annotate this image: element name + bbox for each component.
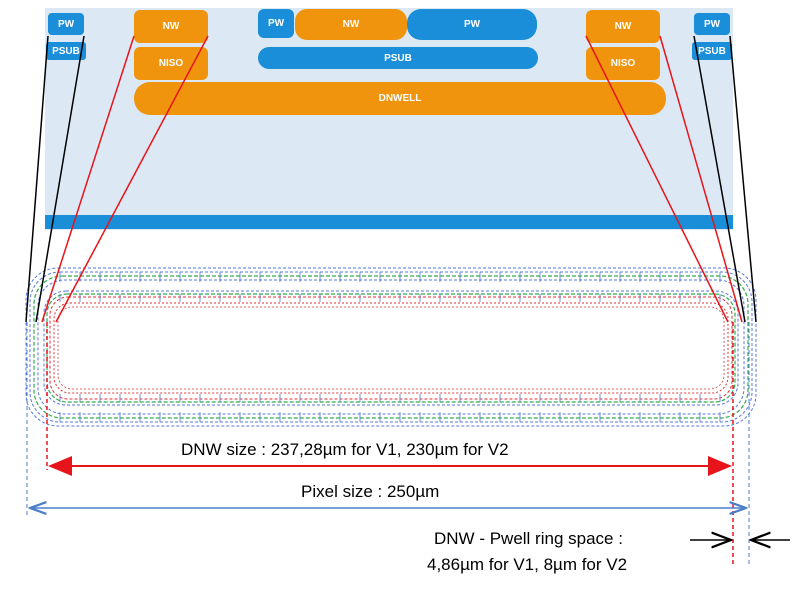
center-pw-large-block: PW: [407, 9, 537, 40]
right-niso-label: NISO: [610, 58, 636, 69]
right-pw-block: PW: [694, 13, 730, 35]
center-nw-block: NW: [295, 9, 407, 40]
ring-ticks: [59, 272, 721, 422]
left-niso-block: NISO: [134, 47, 208, 80]
ring-space-label-line2: 4,86µm for V1, 8µm for V2: [427, 555, 628, 574]
right-nw-block: NW: [586, 10, 660, 43]
left-pw-block: PW: [48, 13, 84, 35]
right-psub-label: PSUB: [698, 45, 726, 57]
cross-section-substrate: [45, 8, 733, 230]
outer-pwell-ring: [25, 267, 757, 427]
left-niso-label: NISO: [158, 58, 184, 69]
center-nw-label: NW: [342, 19, 360, 30]
dnwell-label: DNWELL: [378, 93, 422, 104]
right-pw-label: PW: [703, 18, 721, 30]
center-pw-large-label: PW: [463, 19, 481, 30]
dnw-size-label: DNW size : 237,28µm for V1, 230µm for V2: [181, 440, 509, 459]
center-pw-small-block: PW: [258, 9, 294, 38]
center-psub-block: PSUB: [258, 47, 538, 69]
center-psub-label: PSUB: [384, 52, 412, 64]
dnwell-block: DNWELL: [134, 82, 666, 115]
dnw-ring: [53, 302, 729, 394]
inner-ring: [43, 290, 739, 406]
cross-section-bottom-bar: [45, 215, 733, 229]
right-niso-block: NISO: [586, 47, 660, 80]
center-pw-small-label: PW: [267, 18, 285, 29]
pwell-projection-lines: [25, 35, 757, 323]
pixel-size-label: Pixel size : 250µm: [301, 482, 440, 501]
left-nw-block: NW: [134, 10, 208, 43]
left-psub-block: PSUB: [46, 42, 86, 60]
right-psub-block: PSUB: [692, 42, 732, 60]
right-nw-label: NW: [614, 21, 632, 32]
left-nw-label: NW: [162, 21, 180, 32]
left-psub-label: PSUB: [52, 45, 80, 57]
ring-space-label-line1: DNW - Pwell ring space :: [434, 529, 623, 548]
dnw-projection-lines: [41, 35, 743, 323]
left-pw-label: PW: [57, 18, 75, 30]
